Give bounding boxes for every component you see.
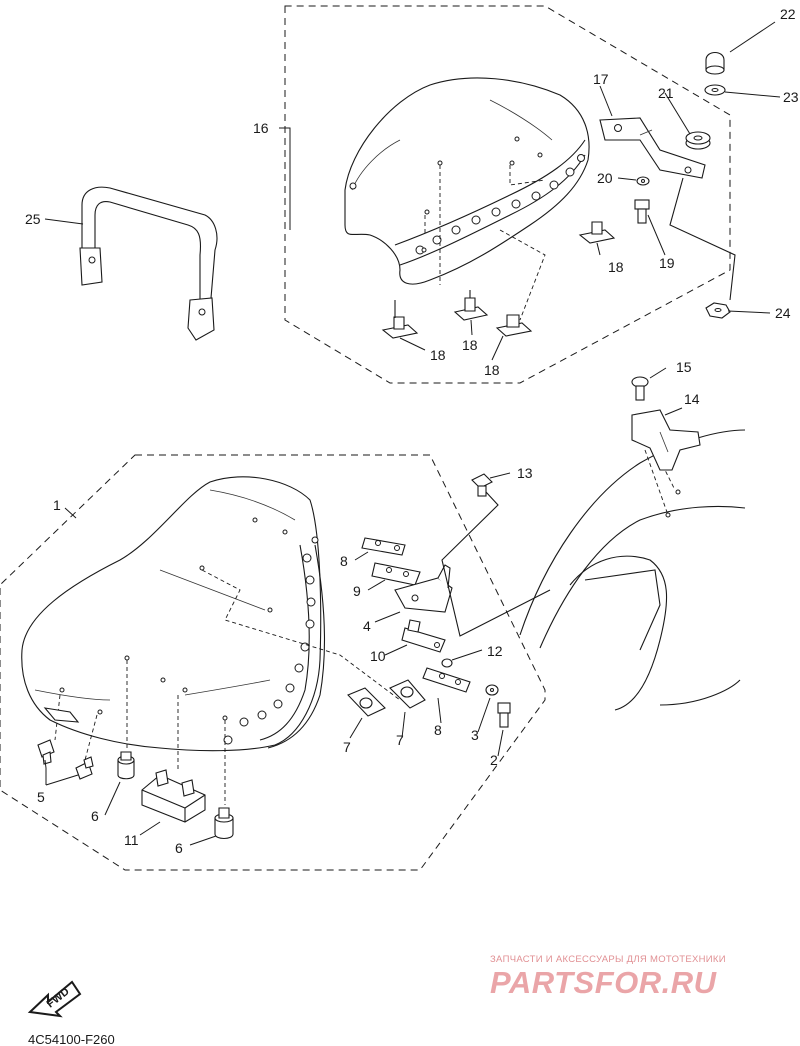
bracket-4	[394, 564, 453, 613]
callout-18-a: 18	[608, 259, 624, 275]
callout-8-b: 8	[434, 722, 442, 738]
washer-3	[485, 684, 499, 696]
drawing-code: 4C54100-F260	[28, 1032, 115, 1046]
bracket-14	[631, 409, 701, 471]
clip-7-b	[389, 679, 426, 709]
washer-20	[636, 176, 650, 186]
washer-23	[704, 84, 726, 96]
callout-10: 10	[370, 648, 386, 664]
bolt-5-b	[75, 756, 94, 780]
clamp-10	[401, 619, 446, 653]
callout-22: 22	[780, 6, 796, 22]
callout-12: 12	[487, 643, 503, 659]
callout-9: 9	[353, 583, 361, 599]
callout-23: 23	[783, 89, 799, 105]
bolt-5-a	[37, 739, 55, 765]
callout-3: 3	[471, 727, 479, 743]
callout-15: 15	[676, 359, 692, 375]
callout-17: 17	[593, 71, 609, 87]
cap-nut-22	[705, 51, 725, 75]
callout-24: 24	[775, 305, 791, 321]
callout-2: 2	[490, 752, 498, 768]
clip-18-c	[453, 297, 489, 321]
callout-11: 11	[124, 832, 139, 848]
cushion-11	[141, 769, 206, 823]
callout-16: 16	[253, 120, 269, 136]
plate-8-a	[361, 537, 406, 556]
callout-25: 25	[25, 211, 41, 227]
nut-24	[705, 302, 731, 319]
callout-6-b: 6	[175, 840, 183, 856]
callout-6-a: 6	[91, 808, 99, 824]
callout-8-a: 8	[340, 553, 348, 569]
watermark-brand: PARTSFOR.RU	[490, 965, 718, 1000]
callout-7-b: 7	[396, 732, 404, 748]
plate-9	[371, 562, 421, 586]
callout-20: 20	[597, 170, 613, 186]
plate-8-b	[422, 667, 471, 693]
callout-1: 1	[53, 497, 61, 513]
callout-13: 13	[517, 465, 533, 481]
watermark-tagline: ЗАПЧАСТИ И АКСЕССУАРЫ ДЛЯ МОТОТЕХНИКИ	[490, 954, 726, 965]
callout-21: 21	[658, 85, 674, 101]
grab-bar-25	[79, 186, 218, 341]
front-seat	[21, 476, 401, 805]
callout-14: 14	[684, 391, 700, 407]
callout-18-c: 18	[462, 337, 478, 353]
bolt-13	[471, 473, 493, 497]
callout-18-b: 18	[430, 347, 446, 363]
rear-seat	[344, 77, 590, 321]
clip-18-a	[578, 221, 616, 244]
grommet-21	[685, 131, 711, 150]
callout-18-d: 18	[484, 362, 500, 378]
rear-fender	[519, 429, 746, 711]
callout-4: 4	[363, 618, 371, 634]
damper-6-b	[214, 807, 234, 840]
clip-18-b	[381, 316, 419, 339]
callout-7-a: 7	[343, 739, 351, 755]
bolt-15	[631, 376, 649, 401]
seat-tab-5	[43, 707, 80, 723]
bolt-2	[497, 702, 511, 728]
fwd-arrow-icon: FWD	[27, 980, 82, 1018]
clip-7-a	[347, 687, 386, 717]
rear-seat-group-boundary	[284, 5, 731, 384]
collar-12	[441, 658, 453, 668]
clip-18-d	[495, 314, 533, 337]
bolt-19	[634, 199, 650, 224]
damper-6-a	[117, 751, 135, 780]
callout-5: 5	[37, 789, 45, 805]
callout-leaders	[44, 21, 781, 846]
rear-bracket-17	[599, 117, 706, 179]
callout-19: 19	[659, 255, 675, 271]
